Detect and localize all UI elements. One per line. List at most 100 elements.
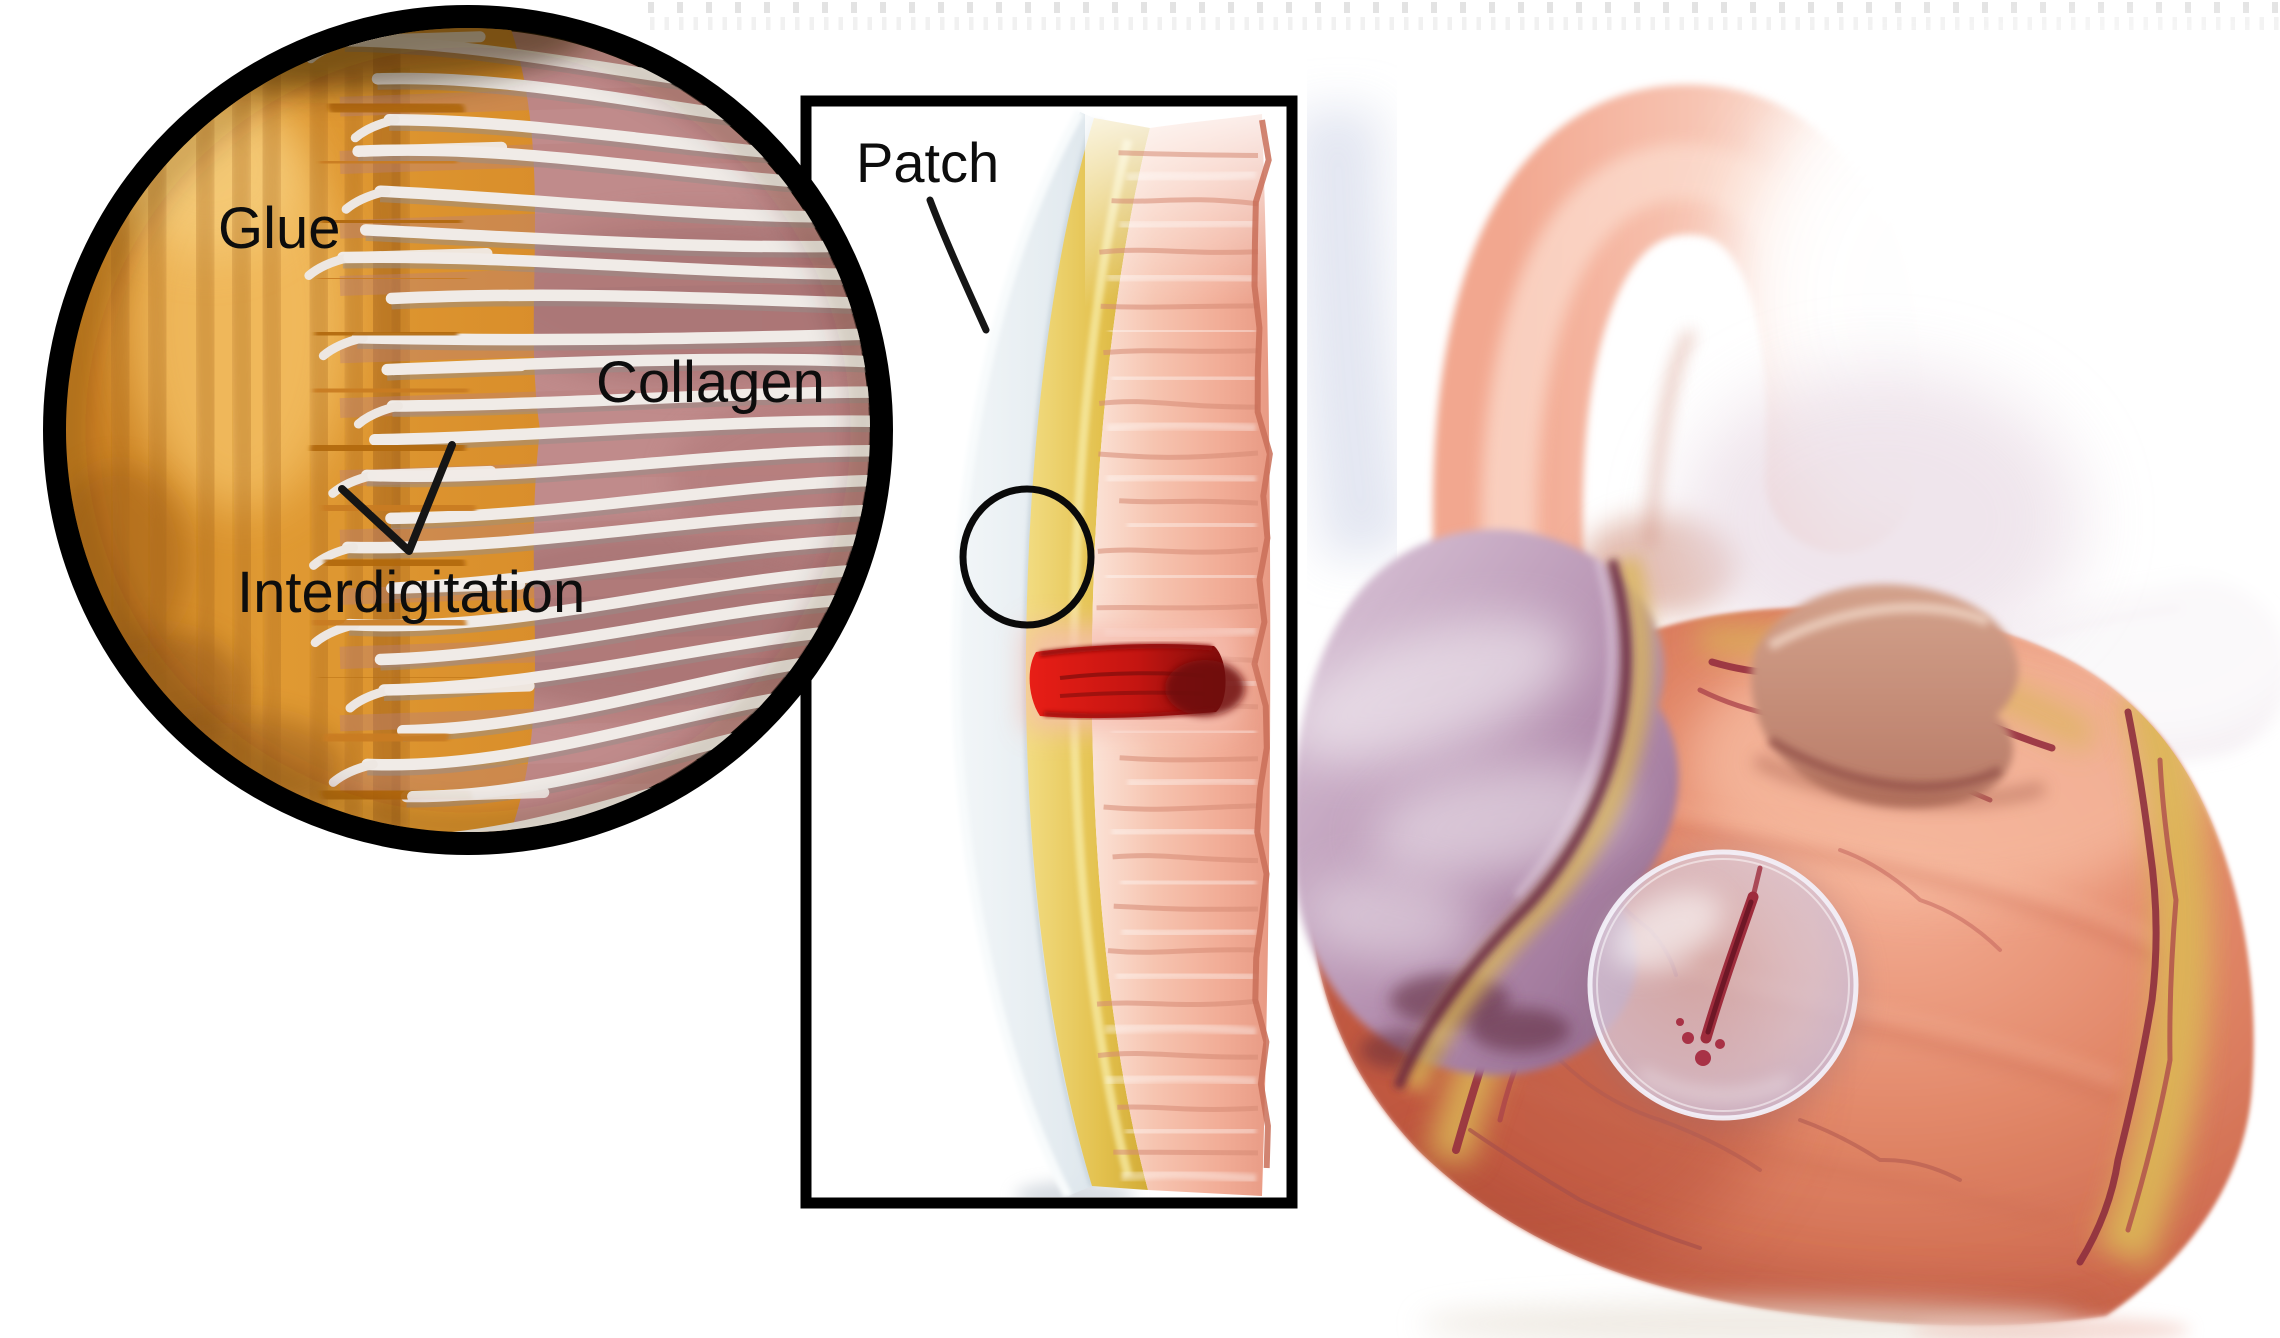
tick — [2129, 17, 2134, 30]
tick — [1634, 2, 1640, 13]
tick — [1578, 17, 1583, 30]
tick — [853, 17, 858, 30]
tick — [1518, 2, 1524, 13]
coronary-vessel — [1468, 1128, 1702, 1250]
interdigitation-pointer — [338, 441, 456, 555]
tick — [954, 17, 959, 30]
tick — [1315, 2, 1321, 13]
coronary-fat-band-right — [2095, 682, 2211, 1267]
tick — [1810, 17, 1815, 30]
tick — [1520, 17, 1525, 30]
tick — [751, 17, 756, 30]
tick — [1143, 17, 1148, 30]
right-atrial-appendage — [1286, 529, 1679, 1093]
left-atrial-appendage — [1751, 584, 2046, 808]
tick — [1360, 17, 1365, 30]
tick — [2071, 17, 2076, 30]
tick — [1721, 2, 1727, 13]
tick — [1114, 17, 1119, 30]
tick — [1273, 17, 1278, 30]
tick — [1199, 2, 1205, 13]
tick — [2056, 17, 2061, 30]
tick — [1257, 2, 1263, 13]
tick — [998, 17, 1003, 30]
coronary-vessel — [1798, 1118, 1962, 1182]
tick — [1112, 2, 1118, 13]
tick — [1404, 17, 1409, 30]
tick — [1723, 17, 1728, 30]
tick — [780, 17, 785, 30]
tick — [1547, 2, 1553, 13]
tick — [650, 17, 655, 30]
tick — [1998, 17, 2003, 30]
label-patch: Patch — [856, 131, 999, 194]
tick — [851, 2, 857, 13]
tick — [867, 17, 872, 30]
tick — [1837, 2, 1843, 13]
tick — [1955, 17, 1960, 30]
tick — [1621, 17, 1626, 30]
tick — [1984, 17, 1989, 30]
ground-shadow — [1910, 1316, 2190, 1338]
tick — [1170, 2, 1176, 13]
tick — [1259, 17, 1264, 30]
tick — [1431, 2, 1437, 13]
atrioventricular-crevice — [1393, 558, 1632, 1090]
tick — [679, 17, 684, 30]
tick — [809, 17, 814, 30]
tick — [1083, 2, 1089, 13]
tick — [1141, 2, 1147, 13]
glue-fingers — [310, 31, 550, 807]
tick — [1766, 17, 1771, 30]
tick — [648, 2, 654, 13]
tick — [664, 17, 669, 30]
tick — [1708, 17, 1713, 30]
tick — [1025, 2, 1031, 13]
coronary-vessel — [1838, 848, 2002, 952]
tick — [1433, 17, 1438, 30]
tick — [2243, 2, 2249, 13]
tick — [706, 2, 712, 13]
tick — [1781, 17, 1786, 30]
tick — [1215, 17, 1220, 30]
tick — [1882, 17, 1887, 30]
tick — [1779, 2, 1785, 13]
tick — [708, 17, 713, 30]
tick — [2013, 17, 2018, 30]
patch-pointer-line — [926, 196, 990, 334]
tick — [1012, 17, 1017, 30]
tick — [1054, 2, 1060, 13]
tick — [940, 17, 945, 30]
tick — [2011, 2, 2017, 13]
tick — [896, 17, 901, 30]
tick — [880, 2, 886, 13]
tick — [911, 17, 916, 30]
tick — [2187, 17, 2192, 30]
tick — [2114, 17, 2119, 30]
tick — [1244, 17, 1249, 30]
tick — [1344, 2, 1350, 13]
tick — [2214, 2, 2220, 13]
coronary-vessel — [2125, 757, 2179, 1233]
tick — [2085, 17, 2090, 30]
tick — [925, 17, 930, 30]
tick — [938, 2, 944, 13]
film-ticks — [648, 2, 2279, 30]
tick — [1286, 2, 1292, 13]
magnified-inset: Glue Collagen Interdigitation — [43, 5, 893, 855]
tick — [1926, 17, 1931, 30]
tick — [1317, 17, 1322, 30]
tick — [1982, 2, 1988, 13]
laceration-wound — [1025, 625, 1245, 730]
tick — [1373, 2, 1379, 13]
tick — [1128, 17, 1133, 30]
tick — [2042, 17, 2047, 30]
tick — [1346, 17, 1351, 30]
tick — [2127, 2, 2133, 13]
tick — [1924, 2, 1930, 13]
tick — [793, 2, 799, 13]
tick — [2156, 2, 2162, 13]
tick — [1418, 17, 1423, 30]
tick — [1505, 17, 1510, 30]
tick — [2027, 17, 2032, 30]
